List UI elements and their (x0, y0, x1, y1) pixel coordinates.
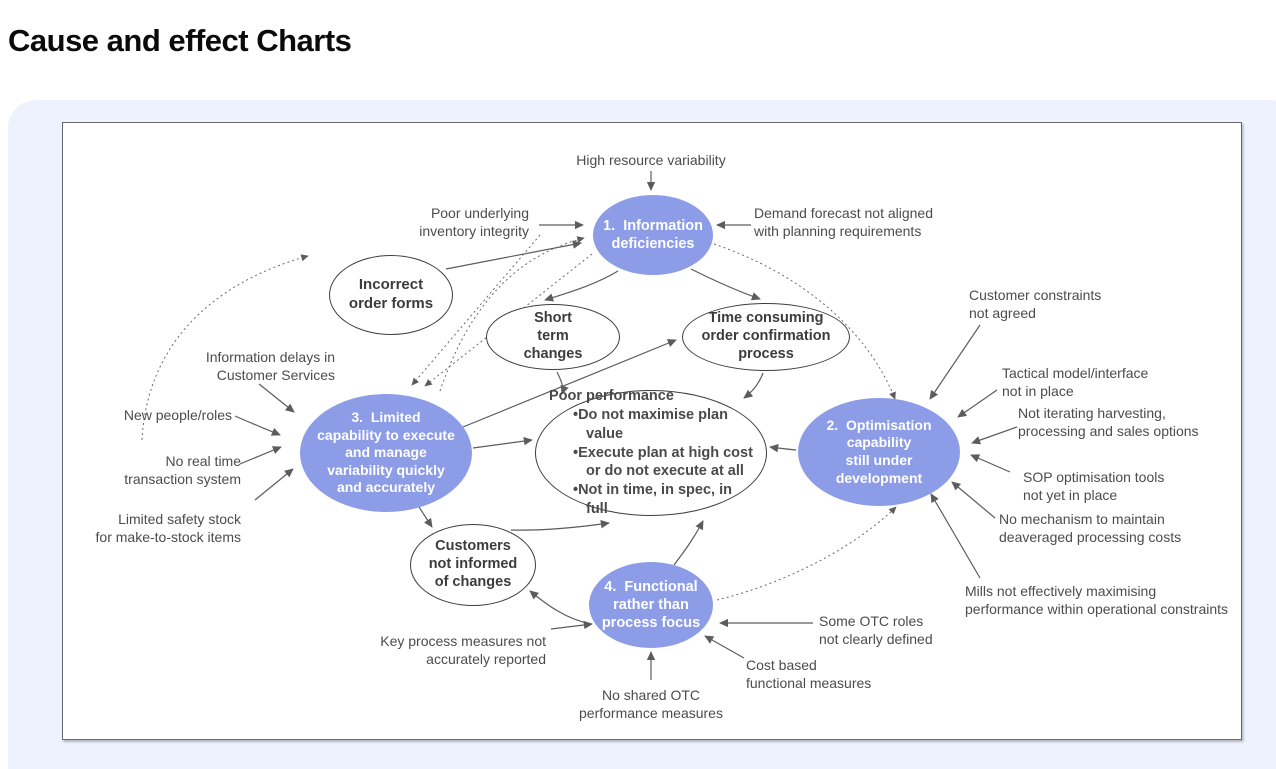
label-sop-tools: SOP optimisation tools not yet in place (1023, 469, 1165, 504)
label-demand-forecast: Demand forecast not aligned with plannin… (754, 205, 933, 240)
label-no-real-time: No real time transaction system (124, 453, 241, 488)
node-poor-performance: Poor performance Do not maximise plan va… (535, 387, 767, 519)
label-no-shared-otc: No shared OTC performance measures (579, 687, 723, 722)
node-label: 4. Functional rather than process focus (601, 578, 701, 632)
edge-mills-to-optimisation (930, 493, 981, 579)
chart-panel: 1. Information deficiencies 2. Optimisat… (8, 100, 1276, 769)
node-optimisation-capability: 2. Optimisation capability still under d… (798, 398, 960, 506)
label-not-iterating: Not iterating harvesting, processing and… (1018, 405, 1199, 440)
edge-tactical-to-optimisation (957, 389, 998, 418)
poor-performance-title: Poor performance (549, 388, 674, 405)
poor-performance-bullets: Do not maximise plan value Execute plan … (549, 406, 753, 519)
edge-sop-to-optimisation (970, 454, 1011, 473)
edge-not-iterating-to-optimisation (971, 426, 1018, 445)
node-label: 2. Optimisation capability still under d… (826, 416, 932, 486)
label-tactical-model: Tactical model/interface not in place (1002, 365, 1149, 400)
edge-customer-constraints-to-optimisation (929, 324, 981, 400)
node-label: 1. Information deficiencies (603, 217, 703, 252)
edge-limited-safety-to-limited (254, 468, 294, 501)
node-functional-focus: 4. Functional rather than process focus (589, 562, 713, 648)
bullet-item: Not in time, in spec, in full (573, 481, 753, 519)
edge-functional-to-optimisation-dotted (716, 506, 897, 601)
label-information-delays: Information delays in Customer Services (205, 349, 335, 384)
node-label: Customers not informed of changes (428, 538, 518, 590)
label-limited-safety-stock: Limited safety stock for make-to-stock i… (95, 511, 241, 546)
node-information-deficiencies: 1. Information deficiencies (593, 195, 713, 275)
edge-cost-based-to-functional (704, 635, 745, 659)
node-label: Short term changes (523, 310, 583, 362)
cause-effect-diagram: 1. Information deficiencies 2. Optimisat… (62, 122, 1242, 740)
edge-functional-to-customers (529, 590, 592, 625)
edge-left-arc-to-incorrect-forms (141, 254, 309, 441)
node-time-consuming-order-confirmation: Time consuming order confirmation proces… (682, 303, 850, 371)
edge-optimisation-to-poor-perf (769, 443, 797, 453)
edge-info-to-time-consuming (690, 268, 761, 301)
node-customers-not-informed: Customers not informed of changes (410, 524, 536, 606)
label-customer-constraints: Customer constraints not agreed (969, 287, 1102, 322)
edge-incorrect-forms-to-info (445, 240, 582, 270)
edge-limited-to-time-consuming (462, 339, 677, 428)
arrows-layer (141, 171, 1018, 680)
poor-performance-content: Poor performance Do not maximise plan va… (549, 387, 753, 519)
node-label: 3. Limited capability to execute and man… (317, 409, 455, 496)
node-label: Time consuming order confirmation proces… (701, 310, 831, 362)
label-key-process-measures: Key process measures not accurately repo… (380, 633, 546, 668)
label-high-resource-variability: High resource variability (576, 152, 726, 168)
node-incorrect-order-forms: Incorrect order forms (329, 255, 453, 335)
bullet-item: Execute plan at high cost or do not exec… (573, 444, 753, 482)
label-poor-underlying-inventory: Poor underlying inventory integrity (419, 205, 529, 240)
edge-functional-to-poor-perf (673, 520, 704, 566)
label-some-otc-roles: Some OTC roles not clearly defined (819, 613, 933, 648)
node-limited-capability: 3. Limited capability to execute and man… (300, 394, 472, 512)
page-title: Cause and effect Charts (8, 22, 352, 58)
edge-no-mechanism-to-optimisation (951, 481, 996, 519)
edge-limited-to-customers (418, 506, 433, 528)
label-no-mechanism: No mechanism to maintain deaveraged proc… (999, 511, 1182, 546)
bullet-item: Do not maximise plan value (573, 406, 753, 444)
edge-info-to-short-term (544, 270, 619, 302)
node-short-term-changes: Short term changes (486, 304, 620, 370)
edge-info-delays-to-limited (258, 383, 295, 413)
edge-limited-to-poor-perf (472, 436, 533, 449)
label-mills: Mills not effectively maximising perform… (965, 583, 1229, 618)
edge-no-real-time-to-limited (239, 446, 282, 465)
edge-short-term-to-poor-perf (556, 371, 569, 395)
label-new-people-roles: New people/roles (123, 407, 232, 423)
edge-info-to-optimisation-dotted (713, 243, 896, 400)
label-cost-based: Cost based functional measures (746, 657, 872, 692)
node-label: Incorrect order forms (348, 276, 434, 312)
edge-customers-to-poor-perf (510, 519, 610, 531)
edge-time-consuming-to-poor-perf (743, 372, 764, 399)
edge-key-process-to-functional (550, 620, 593, 630)
edge-new-people-to-limited (234, 415, 281, 436)
